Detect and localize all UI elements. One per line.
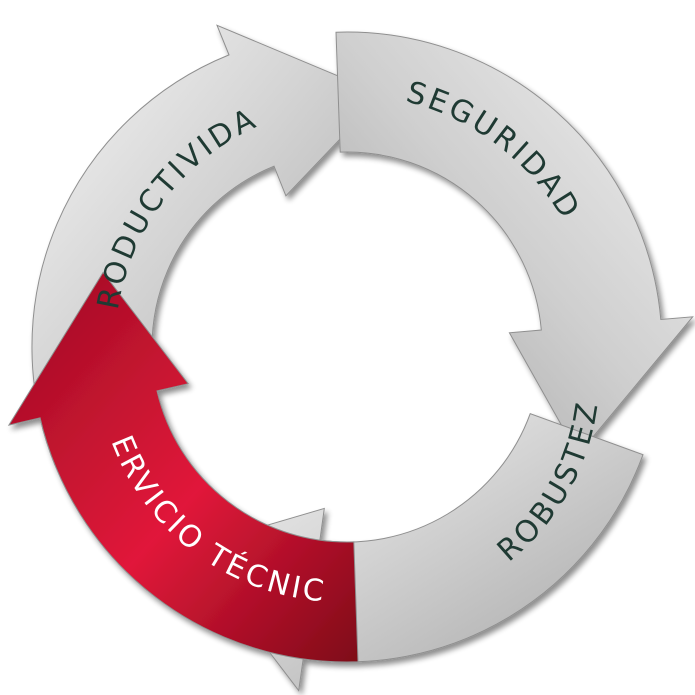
segment-arrow-seguridad bbox=[335, 31, 694, 456]
segments-layer bbox=[7, 24, 694, 692]
segment-arrow-servicio-tecnico bbox=[7, 271, 359, 663]
